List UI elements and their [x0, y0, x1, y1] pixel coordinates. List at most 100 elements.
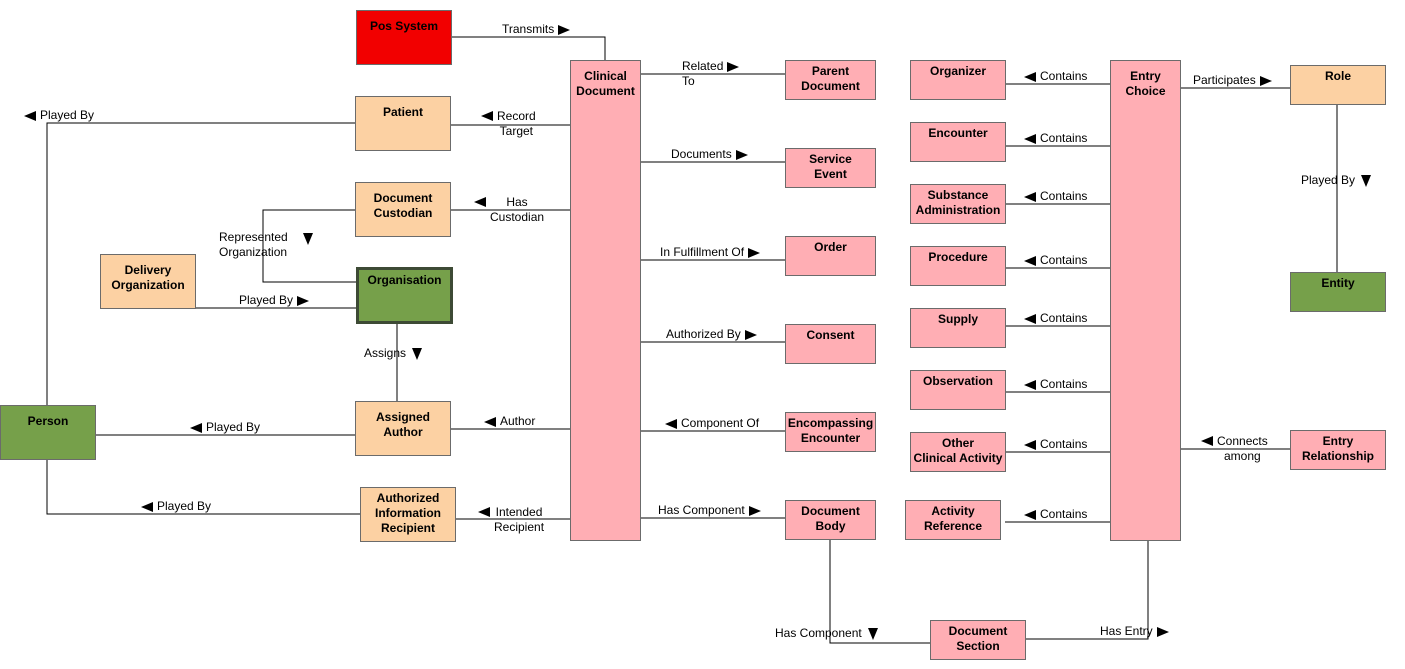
right-arrow-icon: [727, 61, 740, 72]
contains-text: Contains: [1040, 507, 1088, 521]
left-arrow-icon: [1024, 313, 1036, 324]
played-by-role-label: Played By: [1301, 173, 1372, 188]
order-node[interactable]: Order: [785, 236, 876, 276]
played-by-author-text: Played By: [206, 420, 261, 434]
has-entry-label: Has Entry: [1100, 624, 1169, 639]
left-arrow-icon: [1024, 191, 1036, 202]
left-arrow-icon: [141, 501, 153, 512]
played-by-patient-text: Played By: [40, 108, 95, 122]
delivery-organization-node[interactable]: Delivery Organization: [100, 254, 196, 309]
role-node[interactable]: Role: [1290, 65, 1386, 105]
transmits-text: Transmits: [502, 22, 555, 36]
author-text: Author: [500, 414, 536, 428]
represented-organization-text: Represented Organization: [219, 230, 288, 259]
contains-observation-label: Contains: [1024, 377, 1087, 392]
has-custodian-label: Has Custodian: [474, 195, 544, 225]
assigns-text: Assigns: [364, 346, 407, 360]
played-by-recipient-text: Played By: [157, 499, 212, 513]
right-arrow-icon: [1259, 75, 1272, 86]
intended-recipient-text: Intended Recipient: [494, 505, 545, 534]
connects-among-text: Connects among: [1217, 434, 1268, 463]
represented-organization-label: Represented Organization: [219, 230, 313, 260]
contains-text: Contains: [1040, 131, 1088, 145]
participates-text: Participates: [1193, 73, 1256, 87]
person-node[interactable]: Person: [0, 405, 96, 460]
down-arrow-icon: [1361, 174, 1372, 187]
patient-node[interactable]: Patient: [355, 96, 451, 151]
entry-relationship-node[interactable]: Entry Relationship: [1290, 430, 1386, 470]
contains-substance-label: Contains: [1024, 189, 1087, 204]
observation-node[interactable]: Observation: [910, 370, 1006, 410]
consent-node[interactable]: Consent: [785, 324, 876, 364]
contains-supply-label: Contains: [1024, 311, 1087, 326]
service-event-node[interactable]: Service Event: [785, 148, 876, 188]
left-arrow-icon: [481, 111, 493, 121]
encompassing-encounter-node[interactable]: Encompassing Encounter: [785, 412, 876, 452]
left-arrow-icon: [1201, 436, 1213, 446]
encounter-node[interactable]: Encounter: [910, 122, 1006, 162]
contains-text: Contains: [1040, 377, 1088, 391]
has-component-section-text: Has Component: [775, 626, 862, 640]
contains-activity-reference-label: Contains: [1024, 507, 1087, 522]
left-arrow-icon: [24, 110, 36, 121]
supply-node[interactable]: Supply: [910, 308, 1006, 348]
played-by-delivery-text: Played By: [239, 293, 294, 307]
document-custodian-node[interactable]: Document Custodian: [355, 182, 451, 237]
left-arrow-icon: [1024, 255, 1036, 266]
has-component-body-text: Has Component: [658, 503, 745, 517]
left-arrow-icon: [1024, 439, 1036, 450]
left-arrow-icon: [478, 507, 490, 517]
right-arrow-icon: [558, 24, 571, 35]
in-fulfillment-of-text: In Fulfillment Of: [660, 245, 745, 259]
parent-document-node[interactable]: Parent Document: [785, 60, 876, 100]
contains-text: Contains: [1040, 69, 1088, 83]
down-arrow-icon: [867, 627, 878, 640]
procedure-node[interactable]: Procedure: [910, 246, 1006, 286]
contains-procedure-label: Contains: [1024, 253, 1087, 268]
clinical-document-node[interactable]: Clinical Document: [570, 60, 641, 541]
entry-choice-node[interactable]: Entry Choice: [1110, 60, 1181, 541]
record-target-text: Record Target: [497, 109, 536, 138]
right-arrow-icon: [744, 329, 757, 340]
transmits-label: Transmits: [502, 22, 571, 37]
document-body-node[interactable]: Document Body: [785, 500, 876, 540]
organizer-node[interactable]: Organizer: [910, 60, 1006, 100]
activity-reference-node[interactable]: Activity Reference: [905, 500, 1001, 540]
authorized-information-recipient-node[interactable]: Authorized Information Recipient: [360, 487, 456, 542]
right-arrow-icon: [748, 247, 761, 258]
other-clinical-activity-node[interactable]: Other Clinical Activity: [910, 432, 1006, 472]
down-arrow-icon: [412, 347, 423, 360]
assigned-author-node[interactable]: Assigned Author: [355, 401, 451, 456]
has-custodian-text: Has Custodian: [490, 195, 545, 224]
authorized-by-label: Authorized By: [666, 327, 757, 342]
in-fulfillment-of-label: In Fulfillment Of: [660, 245, 761, 260]
played-by-author-label: Played By: [190, 420, 260, 435]
played-by-patient-label: Played By: [24, 108, 94, 123]
played-by-recipient-label: Played By: [141, 499, 211, 514]
related-to-text-2: To: [682, 74, 695, 88]
has-component-section-label: Has Component: [775, 626, 878, 641]
played-by-role-text: Played By: [1301, 173, 1356, 187]
contains-text: Contains: [1040, 189, 1088, 203]
left-arrow-icon: [1024, 509, 1036, 520]
has-component-body-label: Has Component: [658, 503, 761, 518]
organisation-node[interactable]: Organisation: [356, 267, 453, 324]
participates-label: Participates: [1193, 73, 1272, 88]
intended-recipient-label: Intended Recipient: [478, 505, 544, 535]
left-arrow-icon: [1024, 379, 1036, 390]
pos-system-node[interactable]: Pos System: [356, 10, 452, 65]
left-arrow-icon: [190, 422, 202, 433]
left-arrow-icon: [474, 197, 486, 207]
assigns-label: Assigns: [364, 346, 423, 361]
contains-text: Contains: [1040, 253, 1088, 267]
entity-node[interactable]: Entity: [1290, 272, 1386, 312]
right-arrow-icon: [748, 505, 761, 516]
substance-administration-node[interactable]: Substance Administration: [910, 184, 1006, 224]
contains-organizer-label: Contains: [1024, 69, 1087, 84]
component-of-text: Component Of: [681, 416, 760, 430]
related-to-text-1: Related: [682, 59, 724, 73]
component-of-label: Component Of: [665, 416, 759, 431]
authorized-by-text: Authorized By: [666, 327, 741, 341]
document-section-node[interactable]: Document Section: [930, 620, 1026, 660]
